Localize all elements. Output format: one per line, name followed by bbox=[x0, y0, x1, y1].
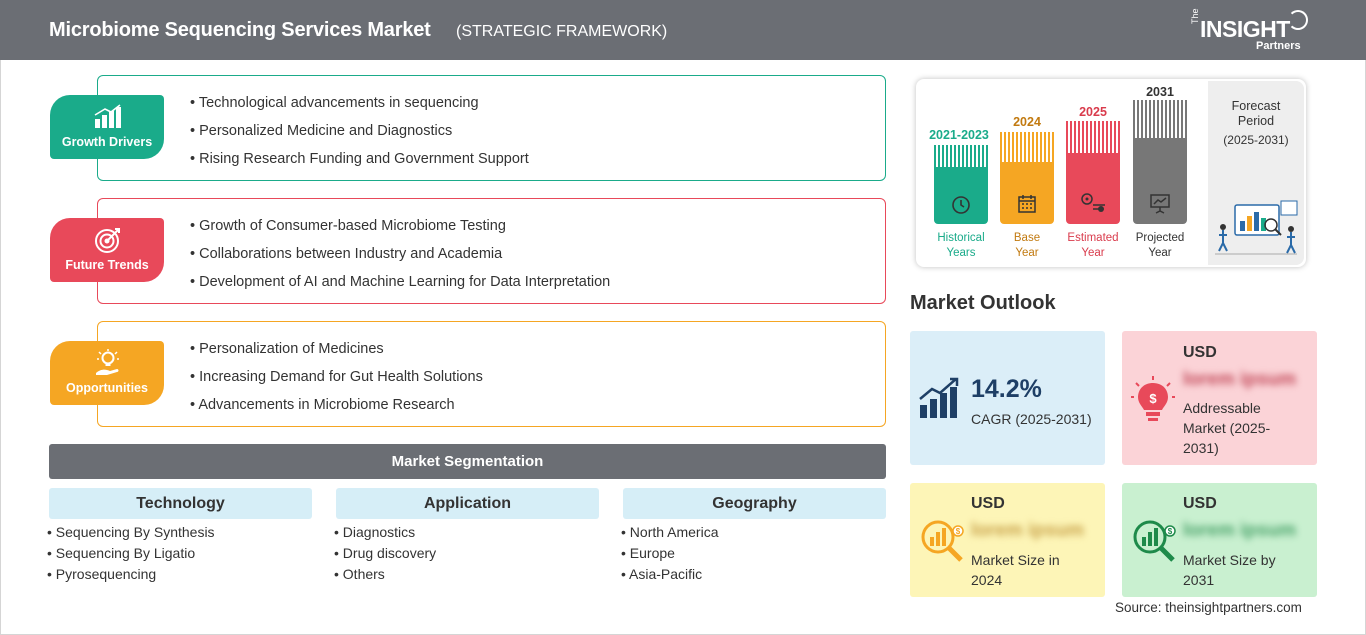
addressable-label: Addressable Market (2025-2031) bbox=[1183, 400, 1271, 456]
list-item: • Rising Research Funding and Government… bbox=[190, 151, 529, 167]
size-2024-value-blurred: lorem ipsum bbox=[971, 520, 1084, 541]
year-historical: 2021-2023 bbox=[929, 128, 989, 142]
size-2024-usd: USD bbox=[971, 495, 1005, 512]
logo-insight: INSIGHT bbox=[1200, 16, 1290, 42]
market-segmentation-title: Market Segmentation bbox=[49, 444, 886, 479]
bar-base bbox=[1000, 132, 1054, 224]
addressable-market-card: $ USD lorem ipsum Addressable Market (20… bbox=[1122, 331, 1317, 465]
presentation-board-icon bbox=[1150, 194, 1170, 214]
estimate-gears-icon bbox=[1081, 193, 1105, 212]
list-item: • Drug discovery bbox=[334, 545, 437, 561]
lightbulb-hand-icon bbox=[96, 349, 119, 375]
calendar-icon bbox=[1018, 195, 1036, 213]
list-item: • Growth of Consumer-based Microbiome Te… bbox=[190, 218, 506, 234]
cagr-value: 14.2% bbox=[971, 375, 1042, 403]
size-2031-usd: USD bbox=[1183, 495, 1217, 512]
list-item: • Personalization of Medicines bbox=[190, 341, 384, 357]
list-item: • Asia-Pacific bbox=[621, 566, 703, 582]
growth-drivers-badge: Growth Drivers bbox=[50, 95, 164, 159]
growth-drivers-list: • Technological advancements in sequenci… bbox=[190, 95, 529, 179]
svg-text:$: $ bbox=[1168, 527, 1173, 536]
size-2031-label: Market Size by 2031 bbox=[1183, 552, 1276, 588]
application-list: • Diagnostics • Drug discovery • Others bbox=[334, 524, 436, 587]
list-item: • Pyrosequencing bbox=[47, 566, 157, 582]
logo-arc-icon bbox=[1288, 10, 1308, 30]
logo-the: The bbox=[1190, 8, 1200, 24]
target-icon bbox=[95, 228, 120, 253]
history-clock-icon bbox=[952, 196, 970, 214]
growth-drivers-label: Growth Drivers bbox=[61, 135, 153, 149]
addressable-value-blurred: lorem ipsum bbox=[1183, 369, 1296, 390]
list-item: • Personalized Medicine and Diagnostics bbox=[190, 123, 453, 139]
market-size-2031-card: $ USD lorem ipsum Market Size by 2031 bbox=[1122, 483, 1317, 597]
cagr-label: CAGR (2025-2031) bbox=[971, 411, 1092, 427]
growth-bar-chart-icon bbox=[919, 377, 959, 418]
market-outlook-title: Market Outlook bbox=[910, 292, 1056, 314]
svg-text:$: $ bbox=[1149, 391, 1157, 406]
list-item: • Others bbox=[334, 566, 385, 582]
list-item: • Collaborations between Industry and Ac… bbox=[190, 246, 503, 262]
list-item: • Diagnostics bbox=[334, 524, 416, 540]
page-subtitle: (STRATEGIC FRAMEWORK) bbox=[456, 23, 668, 40]
geography-list: • North America • Europe • Asia-Pacific bbox=[621, 524, 719, 587]
market-size-2024-card: $ USD lorem ipsum Market Size in 2024 bbox=[910, 483, 1105, 597]
list-item: • Development of AI and Machine Learning… bbox=[190, 274, 611, 290]
segment-heading-technology: Technology bbox=[49, 488, 312, 519]
bar-historical bbox=[934, 145, 988, 224]
future-trends-badge: Future Trends bbox=[50, 218, 164, 282]
size-2024-label: Market Size in 2024 bbox=[971, 552, 1060, 588]
future-trends-card: • Growth of Consumer-based Microbiome Te… bbox=[97, 198, 886, 304]
dollar-lightbulb-icon: $ bbox=[1131, 376, 1175, 421]
future-trends-label: Future Trends bbox=[65, 258, 149, 272]
year-base: 2024 bbox=[1013, 115, 1041, 129]
analytics-people-illustration-icon bbox=[1215, 200, 1298, 255]
list-item: • North America bbox=[621, 524, 719, 540]
growth-drivers-card: • Technological advancements in sequenci… bbox=[97, 75, 886, 181]
list-item: • Increasing Demand for Gut Health Solut… bbox=[190, 369, 483, 385]
year-projected: 2031 bbox=[1146, 85, 1174, 99]
opportunities-label: Opportunities bbox=[66, 381, 148, 395]
segment-heading-geography: Geography bbox=[623, 488, 886, 519]
opportunities-badge: Opportunities bbox=[50, 341, 164, 405]
list-item: • Sequencing By Ligatio bbox=[47, 545, 196, 561]
size-2031-value-blurred: lorem ipsum bbox=[1183, 520, 1296, 541]
addressable-usd: USD bbox=[1183, 344, 1217, 361]
list-item: • Europe bbox=[621, 545, 675, 561]
technology-list: • Sequencing By Synthesis • Sequencing B… bbox=[47, 524, 215, 587]
forecast-period: (2025-2031) bbox=[1223, 133, 1289, 147]
header-bar: Microbiome Sequencing Services Market (S… bbox=[0, 0, 1366, 60]
bar-estimated bbox=[1066, 121, 1120, 224]
bar-projected bbox=[1133, 100, 1187, 224]
bar-chart-growth-icon bbox=[94, 104, 121, 128]
opportunities-card: • Personalization of Medicines • Increas… bbox=[97, 321, 886, 427]
insight-partners-logo: The INSIGHT Partners bbox=[1190, 8, 1310, 54]
segment-heading-application: Application bbox=[336, 488, 599, 519]
logo-partners: Partners bbox=[1256, 40, 1301, 52]
svg-text:$: $ bbox=[956, 527, 961, 536]
future-trends-list: • Growth of Consumer-based Microbiome Te… bbox=[190, 218, 610, 302]
source-link[interactable]: Source: theinsightpartners.com bbox=[1115, 600, 1302, 615]
cagr-card: 14.2% CAGR (2025-2031) bbox=[910, 331, 1105, 465]
magnifier-chart-icon: $ bbox=[1133, 520, 1176, 562]
opportunities-list: • Personalization of Medicines • Increas… bbox=[190, 341, 483, 425]
year-estimated: 2025 bbox=[1079, 105, 1107, 119]
page-title: Microbiome Sequencing Services Market bbox=[49, 19, 431, 41]
list-item: • Advancements in Microbiome Research bbox=[190, 397, 455, 413]
list-item: • Technological advancements in sequenci… bbox=[190, 95, 479, 111]
list-item: • Sequencing By Synthesis bbox=[47, 524, 215, 540]
magnifier-chart-icon: $ bbox=[921, 520, 964, 562]
